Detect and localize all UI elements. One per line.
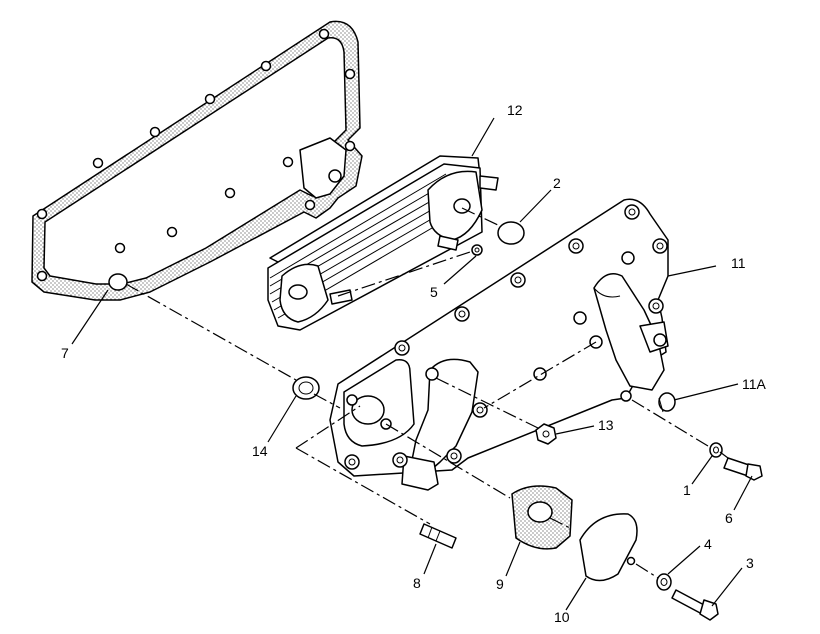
callout-14: 14 (252, 443, 268, 459)
callout-8: 8 (413, 575, 421, 591)
callout-5: 5 (430, 284, 438, 300)
seal-part-14 (292, 376, 320, 400)
callout-9: 9 (496, 576, 504, 592)
bolt-part-3 (671, 589, 719, 621)
nut-part-5 (471, 244, 483, 256)
callout-6: 6 (725, 510, 733, 526)
cooler-housing-part-11 (329, 198, 669, 491)
callout-11a: 11A (742, 376, 767, 392)
bolt-part-6 (723, 457, 763, 481)
gasket-part-7 (31, 20, 363, 301)
washer-part-1 (709, 442, 723, 458)
flange-nut-part-13 (535, 423, 557, 445)
callout-4: 4 (704, 536, 712, 552)
cover-plate-part-10 (579, 513, 638, 582)
callout-11: 11 (731, 255, 746, 271)
callout-1: 1 (683, 482, 691, 498)
washer-part-4 (656, 573, 672, 591)
callout-3: 3 (746, 555, 754, 571)
callout-13: 13 (598, 417, 614, 433)
gasket-part-9 (511, 485, 573, 550)
callout-7: 7 (61, 345, 69, 361)
plug-part-11a (658, 392, 676, 413)
o-ring-seal-part-2 (497, 221, 525, 245)
callout-10: 10 (554, 609, 570, 625)
callout-2: 2 (553, 175, 561, 191)
leader-lines (71, 117, 753, 611)
assembly-lines (125, 207, 729, 579)
stud-part-8 (419, 523, 457, 549)
callout-12: 12 (507, 102, 523, 118)
